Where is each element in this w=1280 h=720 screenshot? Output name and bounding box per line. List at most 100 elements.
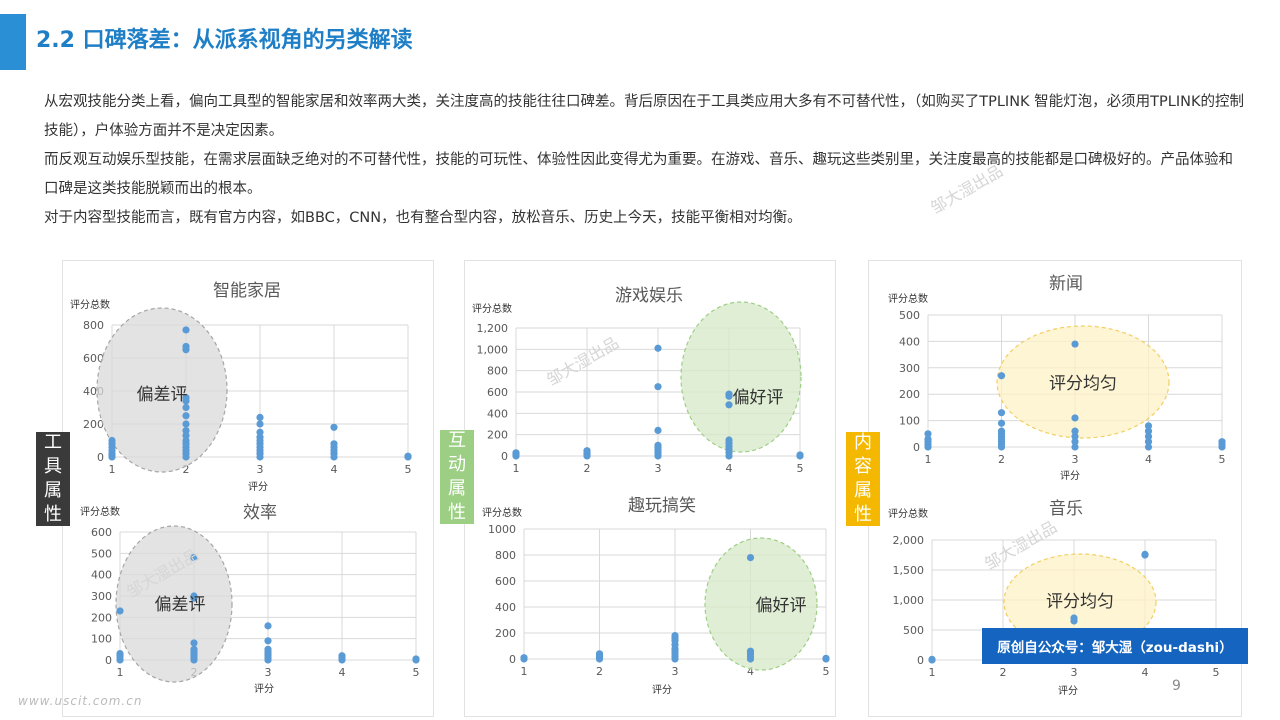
data-point xyxy=(1071,432,1079,441)
y-tick-label: 100 xyxy=(899,415,920,428)
data-point xyxy=(1141,550,1149,558)
y-tick-label: 2,000 xyxy=(893,534,925,547)
data-point xyxy=(1144,438,1153,446)
y-tick-label: 0 xyxy=(97,451,104,464)
data-point xyxy=(108,436,116,445)
data-point xyxy=(182,403,190,412)
y-tick-label: 0 xyxy=(105,654,112,667)
data-point xyxy=(1071,443,1079,451)
data-point xyxy=(654,344,662,352)
data-point xyxy=(924,430,932,438)
y-tick-label: 500 xyxy=(91,547,112,560)
chart-title: 效率 xyxy=(243,503,277,523)
y-tick-label: 1,000 xyxy=(893,594,925,607)
annotation-ellipse xyxy=(115,525,233,683)
x-tick-label: 3 xyxy=(257,463,264,476)
y-tick-label: 0 xyxy=(917,654,924,667)
chart-title: 趣玩搞笑 xyxy=(628,496,696,516)
y-tick-label: 200 xyxy=(487,429,508,442)
annotation-label: 偏好评 xyxy=(733,388,784,408)
side-tag-interactive: 互动属性 xyxy=(440,430,474,524)
data-point xyxy=(182,342,190,351)
data-point xyxy=(997,409,1006,417)
y-tick-label: 1,500 xyxy=(893,564,925,577)
watermark-url: www.uscit.com.cn xyxy=(18,694,143,708)
data-point xyxy=(1144,422,1153,430)
y-tick-label: 600 xyxy=(91,526,112,539)
x-axis-label: 评分 xyxy=(1058,685,1078,697)
x-tick-label: 1 xyxy=(521,665,528,678)
side-tag-tools: 工具属性 xyxy=(36,432,70,526)
x-tick-label: 5 xyxy=(405,463,412,476)
data-point xyxy=(997,372,1006,380)
data-point xyxy=(654,441,662,449)
y-tick-label: 800 xyxy=(495,549,516,562)
annotation-label: 评分均匀 xyxy=(1046,592,1114,612)
y-tick-label: 1,200 xyxy=(477,322,509,335)
y-axis-label: 评分总数 xyxy=(888,507,928,520)
y-tick-label: 400 xyxy=(899,335,920,348)
data-point xyxy=(116,607,124,615)
chart-title: 新闻 xyxy=(1049,274,1083,294)
data-point xyxy=(997,427,1006,435)
data-point xyxy=(182,394,190,402)
x-tick-label: 2 xyxy=(998,453,1005,466)
data-point xyxy=(928,655,936,663)
y-tick-label: 100 xyxy=(91,633,112,646)
data-point xyxy=(1071,438,1079,446)
data-point xyxy=(725,436,733,444)
paragraph-2: 而反观互动娱乐型技能，在需求层面缺乏绝对的不可替代性，技能的可玩性、体验性因此变… xyxy=(44,152,1233,197)
y-tick-label: 800 xyxy=(487,365,508,378)
x-tick-label: 3 xyxy=(265,666,272,679)
annotation-ellipse xyxy=(680,301,802,453)
y-tick-label: 600 xyxy=(487,386,508,399)
y-axis-label: 评分总数 xyxy=(80,505,120,518)
data-point xyxy=(330,423,338,431)
page-number: 9 xyxy=(1172,678,1181,694)
data-point xyxy=(671,632,679,640)
y-tick-label: 0 xyxy=(501,450,508,463)
data-point xyxy=(796,451,804,459)
data-point xyxy=(1144,432,1153,441)
data-point xyxy=(404,452,412,460)
data-point xyxy=(1218,438,1226,446)
annotation-ellipse xyxy=(996,325,1170,439)
data-point xyxy=(116,650,124,658)
y-tick-label: 1,000 xyxy=(477,343,509,356)
data-point xyxy=(595,650,604,658)
data-point xyxy=(182,412,190,420)
data-point xyxy=(1071,340,1079,348)
data-point xyxy=(1144,443,1153,451)
data-point xyxy=(182,420,190,428)
data-point xyxy=(338,652,346,660)
x-tick-label: 5 xyxy=(823,665,830,678)
x-tick-label: 5 xyxy=(797,462,804,475)
annotation-label: 偏差评 xyxy=(155,595,206,615)
y-tick-label: 400 xyxy=(91,569,112,582)
x-tick-label: 4 xyxy=(747,665,754,678)
body-text: 从宏观技能分类上看，偏向工具型的智能家居和效率两大类，关注度高的技能往往口碑差。… xyxy=(44,88,1244,233)
y-tick-label: 600 xyxy=(83,352,104,365)
y-tick-label: 200 xyxy=(83,418,104,431)
y-tick-label: 200 xyxy=(495,627,516,640)
chart-title: 智能家居 xyxy=(213,281,281,301)
data-point xyxy=(1070,614,1078,622)
data-point xyxy=(1071,427,1079,435)
x-tick-label: 4 xyxy=(1145,453,1152,466)
data-point xyxy=(583,447,591,455)
data-point xyxy=(725,401,733,409)
y-tick-label: 200 xyxy=(899,388,920,401)
y-tick-label: 0 xyxy=(913,441,920,454)
y-tick-label: 1000 xyxy=(488,523,516,536)
y-tick-label: 600 xyxy=(495,575,516,588)
y-tick-label: 400 xyxy=(487,407,508,420)
y-tick-label: 300 xyxy=(899,362,920,375)
x-tick-label: 2 xyxy=(596,665,603,678)
annotation-ellipse xyxy=(96,307,228,473)
data-point xyxy=(182,431,190,440)
annotation-ellipse xyxy=(704,537,818,671)
paragraph-1: 从宏观技能分类上看，偏向工具型的智能家居和效率两大类，关注度高的技能往往口碑差。… xyxy=(44,94,1244,139)
data-point xyxy=(264,622,272,630)
annotation-label: 评分均匀 xyxy=(1049,374,1117,394)
